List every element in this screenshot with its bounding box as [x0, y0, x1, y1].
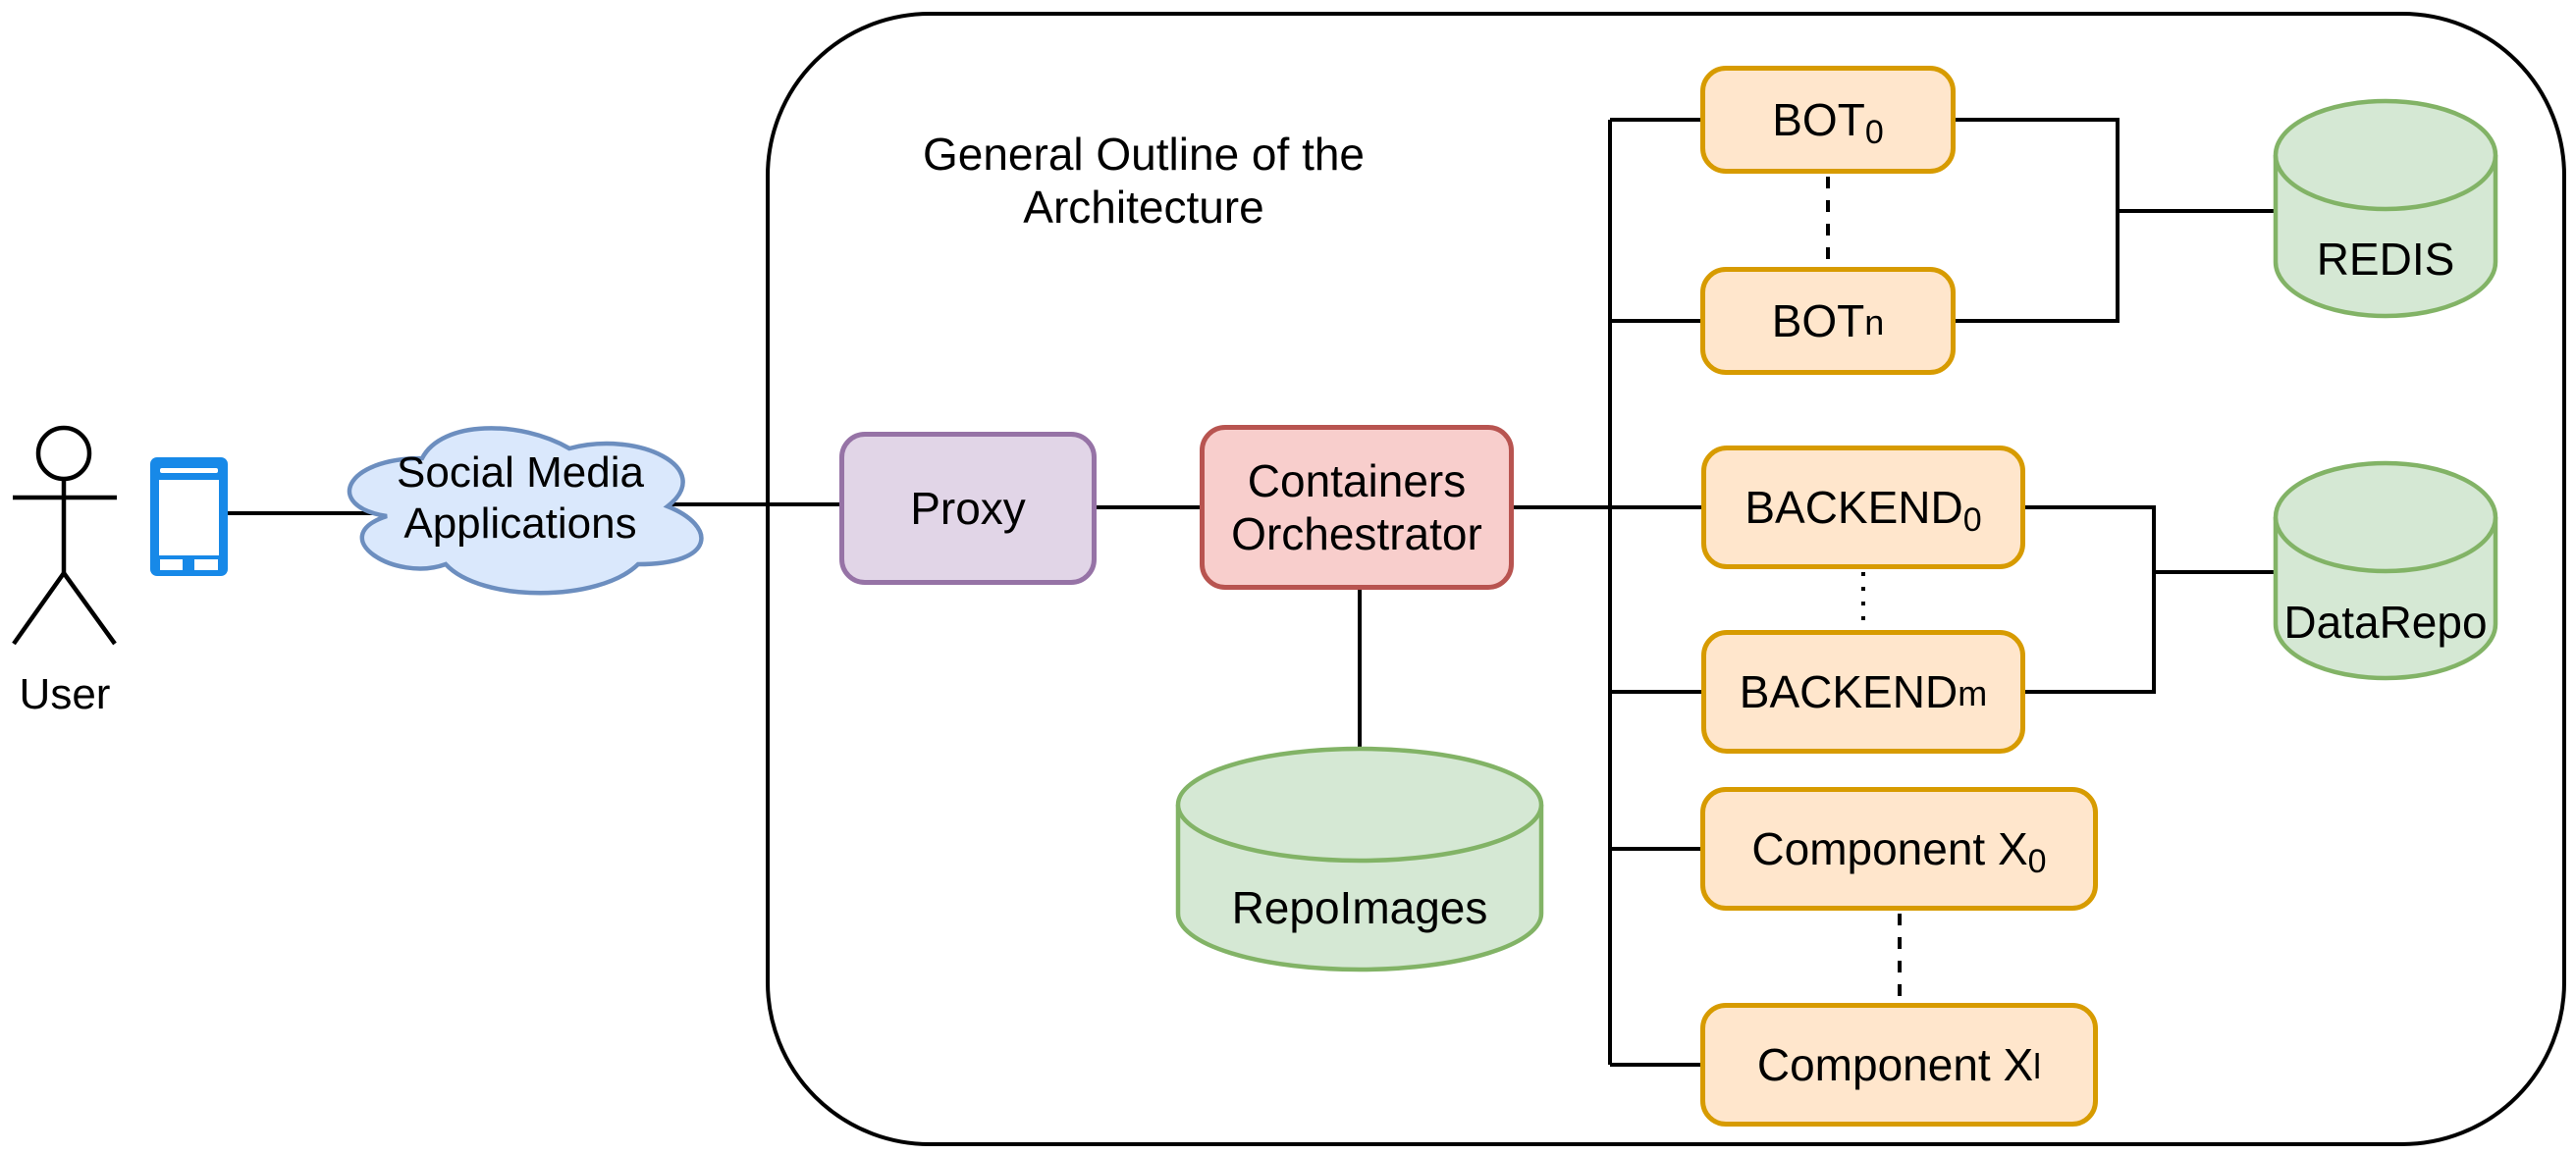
datarepo-cylinder: [2273, 460, 2498, 681]
node-backend-0-subscript: 0: [1962, 501, 1982, 539]
node-bot-0-subscript: 0: [1864, 114, 1884, 151]
social-media-cloud: [347, 426, 704, 596]
architecture-boundary-box: [766, 12, 2566, 1146]
node-backend-m-subscript: m: [1958, 673, 1988, 713]
user-figure: [12, 425, 117, 646]
phone-screen: [159, 480, 219, 555]
redis-label: REDIS: [2316, 234, 2455, 285]
node-bot-0-label: BOT: [1772, 94, 1865, 145]
datarepo-cylinder-top: [2273, 460, 2498, 574]
node-orchestrator-line1: Containers: [1247, 454, 1467, 506]
cloud-label-line1: Social Media: [397, 448, 644, 497]
repoimages-label: RepoImages: [1231, 882, 1488, 933]
datarepo-label: DataRepo: [2283, 597, 2488, 648]
phone-home-button: [183, 559, 194, 570]
redis-cylinder-top: [2273, 98, 2498, 212]
node-component-x-0-label: Component X: [1751, 823, 2028, 874]
diagram-title: General Outline of the Architecture: [879, 128, 1409, 235]
node-component-x-0-subscript: 0: [2027, 843, 2047, 880]
user-label: User: [19, 670, 111, 718]
smartphone-icon: [150, 457, 228, 576]
node-backend-m-label: BACKEND: [1739, 666, 1959, 717]
diagram-title-line1: General Outline of the: [922, 129, 1366, 180]
node-bot-n-subscript: n: [1864, 302, 1885, 342]
node-orchestrator-label: Containers Orchestrator: [1231, 454, 1482, 561]
node-proxy-label: Proxy: [910, 483, 1026, 534]
user-head: [35, 425, 92, 482]
cloud-label: Social Media Applications: [363, 447, 677, 550]
phone-speaker-slot: [160, 468, 218, 473]
node-component-x-l-label: Component X: [1756, 1039, 2034, 1090]
cloud-label-line2: Applications: [403, 499, 637, 548]
repoimages-cylinder: [1175, 746, 1544, 972]
node-orchestrator: Containers Orchestrator: [1200, 425, 1514, 590]
node-component-x-l-subscript: l: [2033, 1046, 2042, 1086]
node-proxy: Proxy: [839, 432, 1097, 585]
redis-cylinder: [2273, 98, 2498, 319]
node-bot-n-label: BOT: [1771, 295, 1865, 346]
node-orchestrator-line2: Orchestrator: [1231, 508, 1482, 559]
node-backend-0-label: BACKEND: [1744, 482, 1963, 533]
user-right-leg: [62, 571, 117, 646]
diagram-title-line2: Architecture: [1023, 182, 1264, 234]
repoimages-cylinder-top: [1175, 746, 1544, 864]
user-left-leg: [12, 571, 66, 646]
